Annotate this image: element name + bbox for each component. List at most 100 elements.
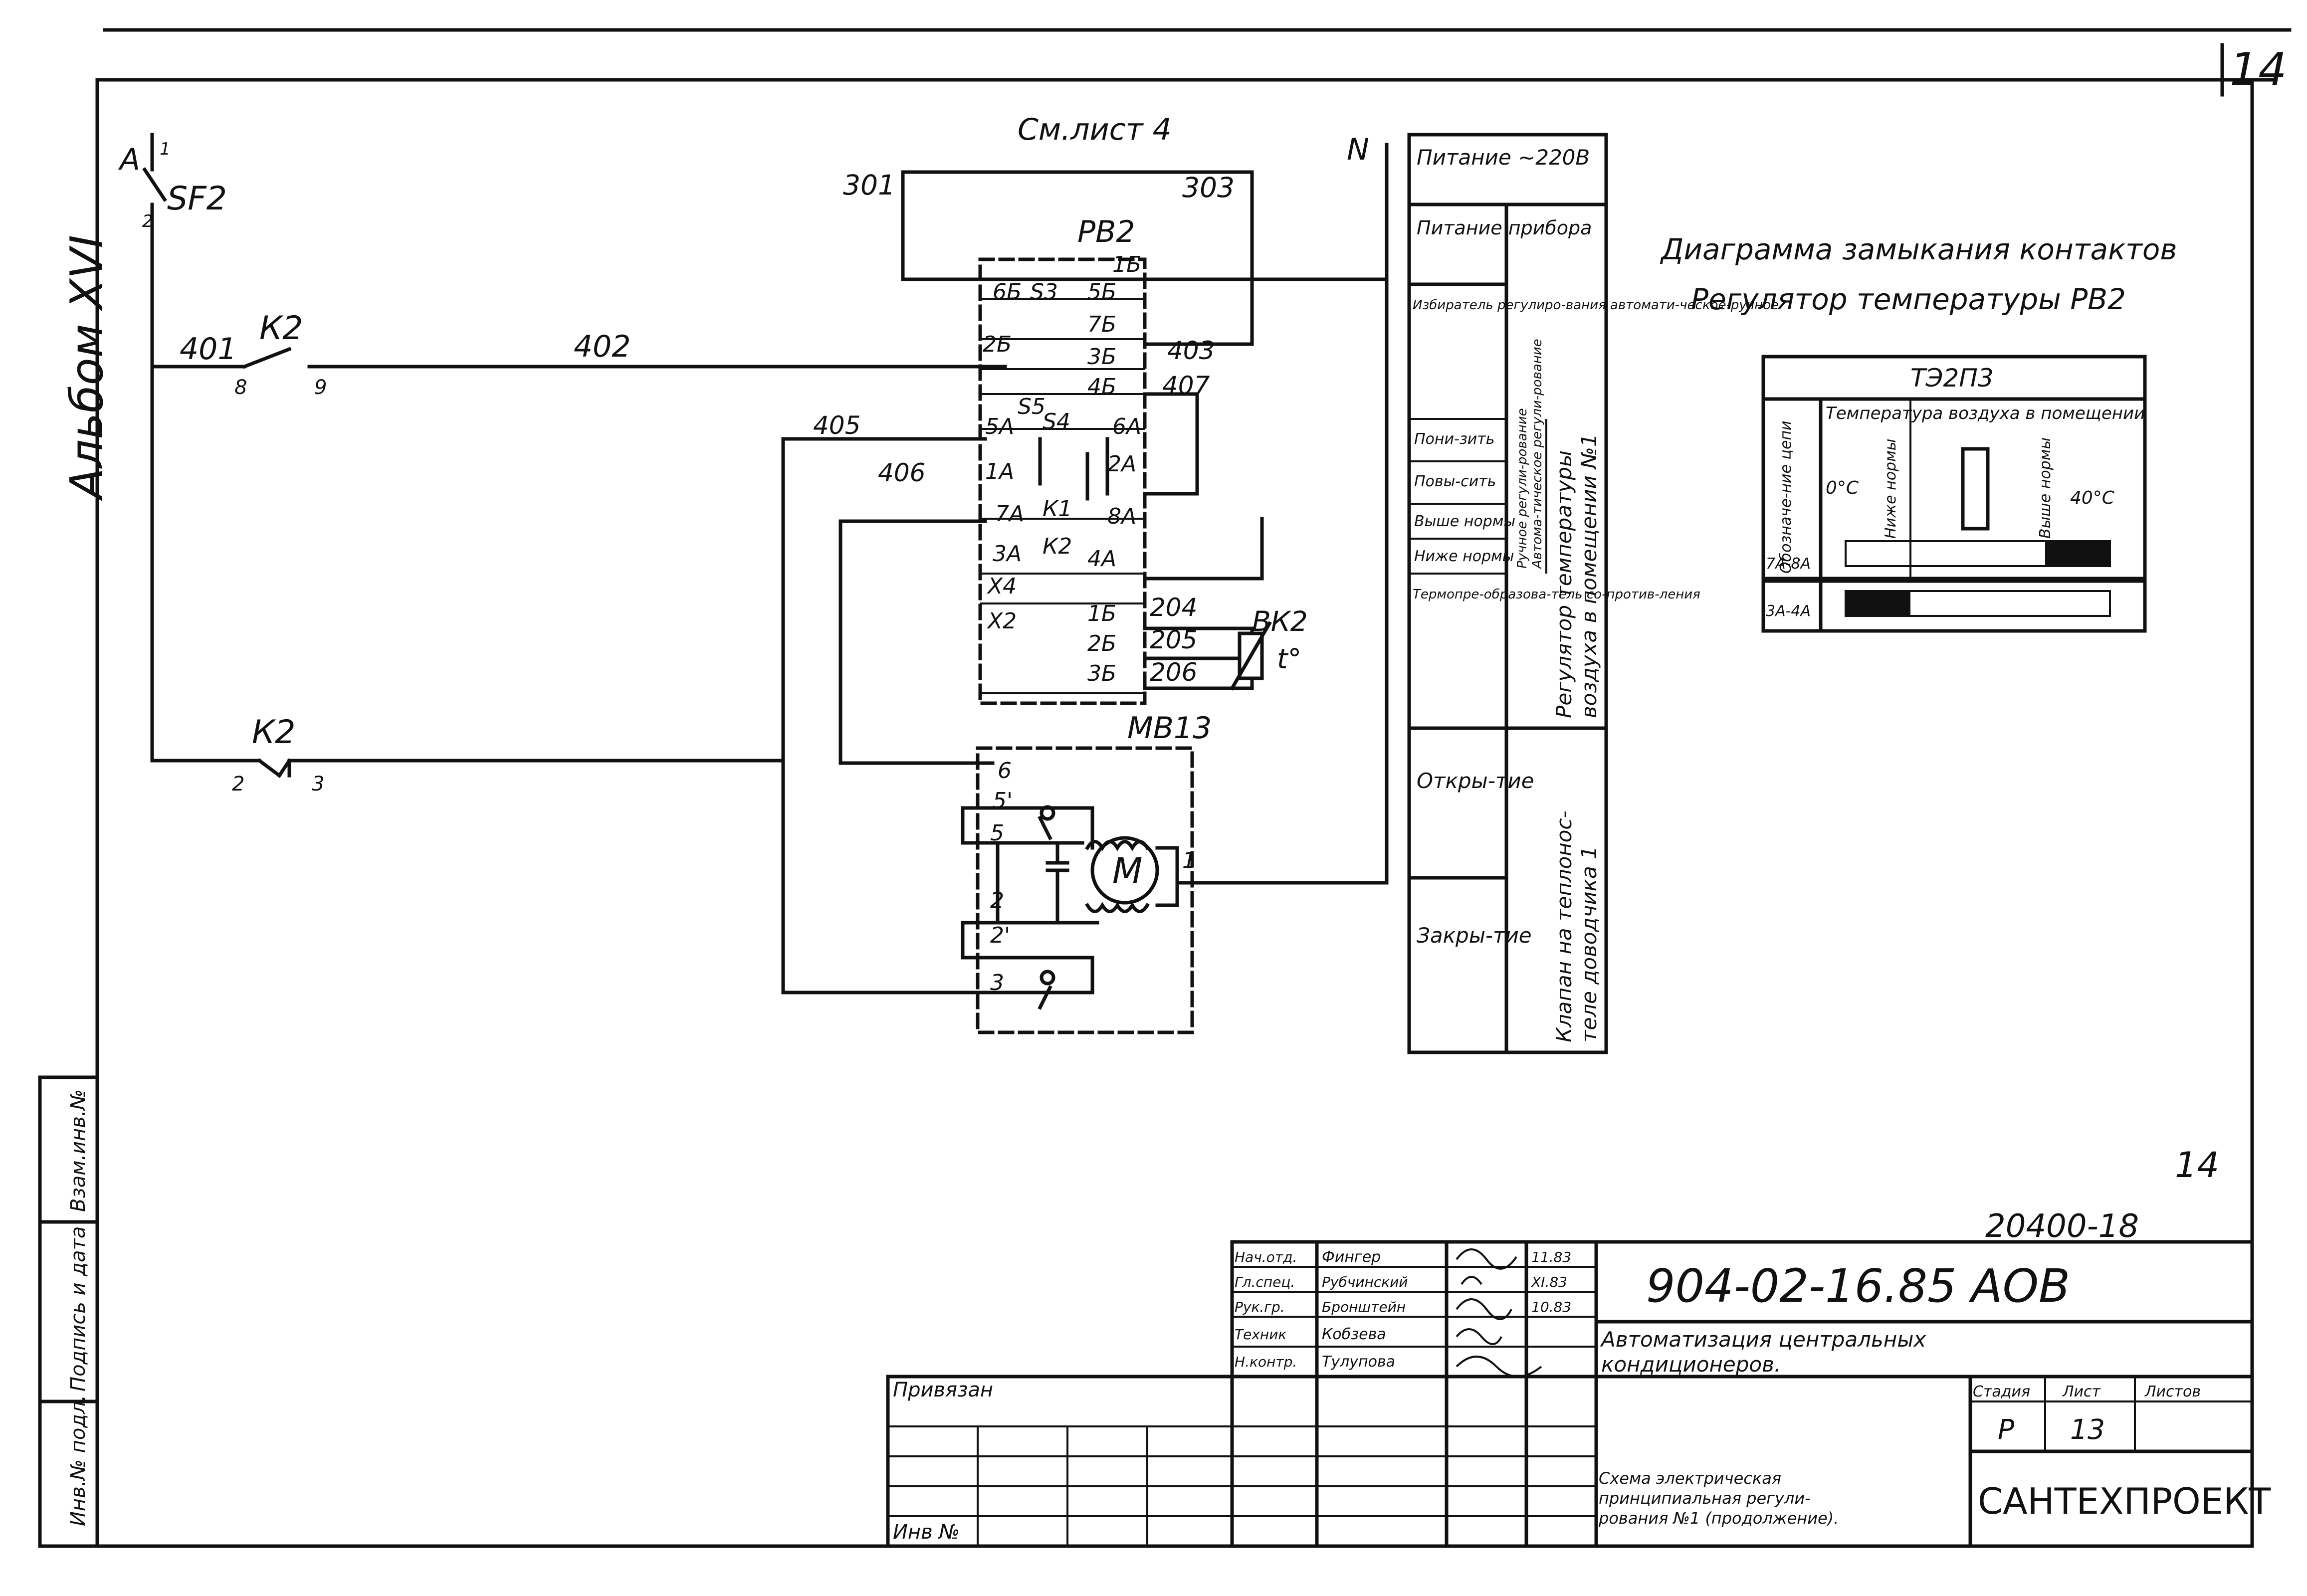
svg-text:Х4: Х4 bbox=[987, 574, 1017, 599]
svg-text:2Б: 2Б bbox=[983, 332, 1012, 357]
side-stamp-inv: Инв.№ подл. bbox=[67, 1395, 90, 1526]
svg-text:5Б: 5Б bbox=[1087, 279, 1116, 305]
legend-table bbox=[1407, 133, 1608, 1054]
legend-group-valve-1: Клапан на теплонос- bbox=[1552, 810, 1576, 1042]
contact-bars bbox=[1845, 540, 2111, 617]
album-label: Альбом XVI bbox=[61, 235, 113, 501]
sheet-frame bbox=[95, 28, 2292, 1548]
sheet-title-3: рования №1 (продолжение). bbox=[1598, 1509, 1839, 1528]
contact-diagram-title: Диаграмма замыкания контактов bbox=[1660, 232, 2177, 266]
legend-power: Питание ~220В bbox=[1417, 145, 1590, 170]
svg-text:5А: 5А bbox=[985, 414, 1014, 439]
relay-k2-top-pin-8: 8 bbox=[234, 376, 247, 399]
contact-col-circuit: Обозначе-ние цепи bbox=[1777, 420, 1795, 574]
regulator-name: РВ2 bbox=[1077, 214, 1135, 249]
side-stamp bbox=[38, 1075, 99, 1548]
breaker-pin-1: 1 bbox=[160, 139, 171, 159]
legend-decrease: Пони-зить bbox=[1414, 430, 1494, 448]
sheet-value: 13 bbox=[2070, 1413, 2105, 1445]
wire-402: 402 bbox=[574, 329, 631, 364]
svg-text:Тулупова: Тулупова bbox=[1322, 1353, 1395, 1371]
svg-text:6: 6 bbox=[998, 758, 1012, 784]
power-circuit bbox=[142, 133, 1007, 995]
see-sheet-label: См.лист 4 bbox=[1018, 112, 1172, 147]
legend-device-power: Питание прибора bbox=[1417, 217, 1592, 239]
svg-text:8А: 8А bbox=[1107, 504, 1136, 529]
inv-label: Инв № bbox=[893, 1521, 960, 1544]
svg-text:2Б: 2Б bbox=[1087, 631, 1116, 656]
stage-value: Р bbox=[1998, 1413, 2015, 1445]
project-line-2: кондиционеров. bbox=[1601, 1352, 1781, 1377]
actuator-mb13 bbox=[961, 746, 1389, 1034]
wire-405: 405 bbox=[813, 411, 860, 440]
relay-k2-top-label: К2 bbox=[259, 310, 303, 347]
wire-206: 206 bbox=[1150, 658, 1197, 687]
wire-205: 205 bbox=[1150, 625, 1197, 654]
legend-manual: Ручное регули-рование bbox=[1515, 408, 1530, 569]
doc-number: 904-02-16.85 АОВ bbox=[1646, 1259, 2070, 1313]
wire-401: 401 bbox=[180, 332, 237, 367]
svg-text:К1: К1 bbox=[1043, 496, 1072, 522]
svg-text:XI.83: XI.83 bbox=[1530, 1274, 1567, 1290]
svg-text:3Б: 3Б bbox=[1087, 344, 1116, 370]
regulator-pb2 bbox=[978, 257, 1264, 705]
svg-text:Фингер: Фингер bbox=[1322, 1248, 1381, 1266]
svg-text:11.83: 11.83 bbox=[1531, 1249, 1571, 1265]
svg-text:1Б: 1Б bbox=[1112, 252, 1141, 277]
wire-204: 204 bbox=[1150, 593, 1197, 622]
sensor-symbol: t° bbox=[1277, 643, 1301, 675]
sheet-title-2: принципиальная регули- bbox=[1599, 1489, 1811, 1508]
scale-40: 40°С bbox=[2070, 488, 2115, 508]
motor-label: М bbox=[1112, 850, 1142, 891]
title-block bbox=[886, 1240, 2254, 1548]
svg-text:7Б: 7Б bbox=[1087, 312, 1116, 337]
legend-thermo: Термопре-образова-тель со-против-ления bbox=[1413, 587, 1700, 602]
sensor-bk2 bbox=[1230, 621, 1272, 691]
svg-text:4А: 4А bbox=[1087, 546, 1116, 572]
sheets-label: Листов bbox=[2144, 1383, 2201, 1400]
stage-label: Стадия bbox=[1973, 1383, 2030, 1400]
svg-text:2: 2 bbox=[990, 888, 1004, 913]
breaker-pin-2: 2 bbox=[142, 211, 153, 231]
scale-below: Ниже нормы bbox=[1882, 439, 1899, 539]
svg-text:3Б: 3Б bbox=[1087, 661, 1116, 686]
contact-row-2: 3А-4А bbox=[1766, 602, 1811, 620]
legend-open: Откры-тие bbox=[1417, 769, 1534, 793]
svg-text:2А: 2А bbox=[1107, 451, 1136, 477]
org-name: САНТЕХПРОЕКТ bbox=[1978, 1480, 2271, 1522]
sheet-label: Лист bbox=[2062, 1383, 2101, 1400]
legend-selector: Избиратель регулиро-вания автомати-ческо… bbox=[1413, 298, 1779, 313]
svg-text:S4: S4 bbox=[1043, 409, 1070, 434]
side-stamp-signature: Подпись и дата bbox=[67, 1226, 90, 1392]
svg-text:7А: 7А bbox=[995, 501, 1024, 527]
relay-k2-bottom-pin-2: 2 bbox=[232, 773, 244, 796]
svg-text:6А: 6А bbox=[1112, 414, 1141, 439]
svg-text:Нач.отд.: Нач.отд. bbox=[1235, 1249, 1297, 1265]
svg-text:3А: 3А bbox=[993, 541, 1022, 567]
svg-text:6Б: 6Б bbox=[993, 279, 1022, 305]
phase-label: А bbox=[118, 142, 140, 177]
legend-close: Закры-тие bbox=[1417, 923, 1532, 948]
svg-text:Х2: Х2 bbox=[987, 608, 1017, 634]
relay-k2-bottom-pin-3: 3 bbox=[312, 773, 324, 796]
relay-k2-bottom-label: К2 bbox=[252, 714, 296, 751]
svg-text:Кобзева: Кобзева bbox=[1322, 1326, 1386, 1343]
svg-text:Рук.гр.: Рук.гр. bbox=[1235, 1299, 1285, 1315]
svg-text:Гл.спец.: Гл.спец. bbox=[1235, 1274, 1295, 1290]
svg-text:5': 5' bbox=[993, 788, 1013, 813]
project-line-1: Автоматизация центральных bbox=[1600, 1327, 1926, 1352]
svg-text:S3: S3 bbox=[1030, 279, 1058, 305]
contact-row-1: 7А-8А bbox=[1766, 555, 1811, 573]
breaker-label: SF2 bbox=[167, 180, 227, 217]
svg-text:Н.контр.: Н.контр. bbox=[1235, 1354, 1297, 1370]
wire-407: 407 bbox=[1162, 371, 1210, 400]
svg-text:S5: S5 bbox=[1018, 394, 1046, 419]
wire-403: 403 bbox=[1167, 336, 1215, 365]
svg-text:Рубчинский: Рубчинский bbox=[1322, 1274, 1408, 1290]
sensor-label: ВК2 bbox=[1252, 605, 1308, 637]
archive-code: 20400-18 bbox=[1985, 1208, 2139, 1245]
wire-303: 303 bbox=[1182, 172, 1235, 203]
svg-text:5: 5 bbox=[990, 820, 1004, 846]
relay-k2-top-pin-9: 9 bbox=[314, 376, 327, 399]
